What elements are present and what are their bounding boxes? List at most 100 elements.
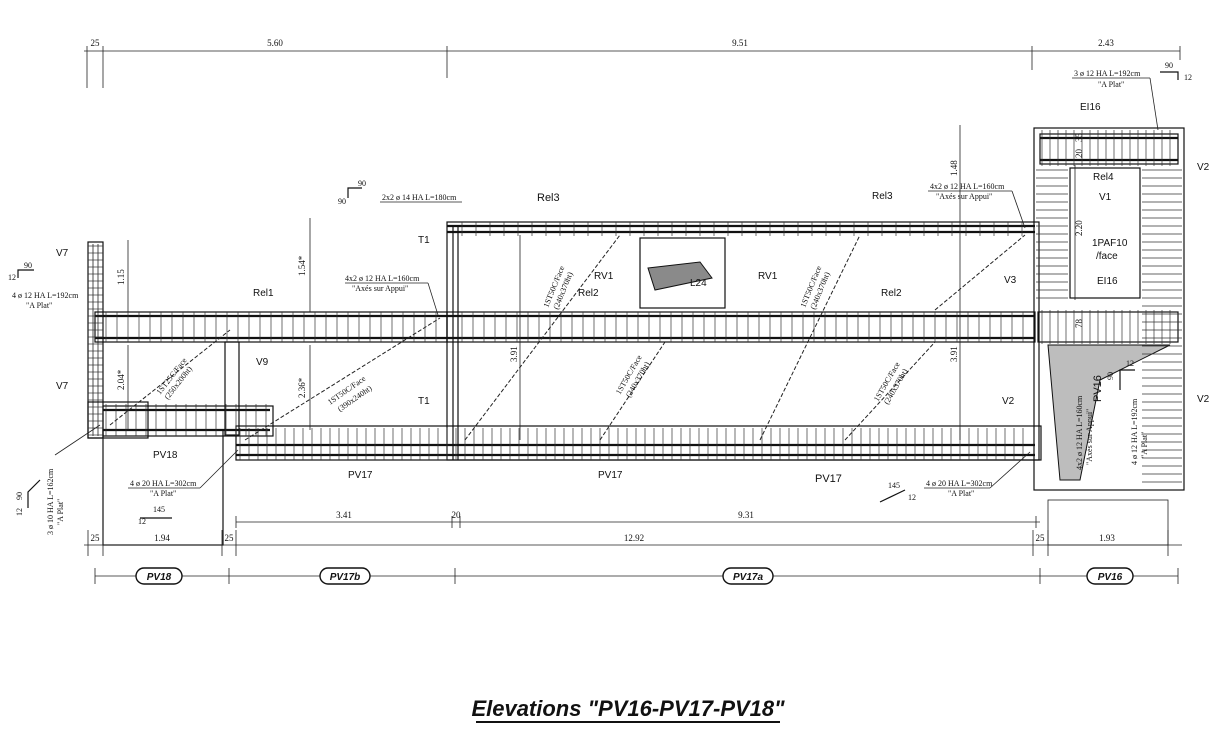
hook-1b: 90: [338, 197, 346, 206]
rebar-note-4: 4 ø 20 HA L=302cm: [130, 479, 197, 488]
hook-6b: 12: [15, 508, 24, 516]
hook-5b: 12: [138, 517, 146, 526]
hook-4b: 12: [908, 493, 916, 502]
top-dim-4: 2.43: [1098, 38, 1114, 48]
label-v2-top: V2: [1197, 162, 1210, 173]
label-v7-top: V7: [56, 248, 69, 259]
bottom-dimension-chain: [84, 530, 1182, 556]
mid-dim-3: 9.31: [738, 510, 754, 520]
label-ei16-top: EI16: [1080, 102, 1101, 113]
label-rel2-right: Rel2: [881, 288, 902, 299]
label-ei16-bottom: EI16: [1097, 276, 1118, 287]
rebar-note-2: 4x2 ø 12 HA L=160cm: [345, 274, 420, 283]
label-rel3-left: Rel3: [537, 192, 560, 204]
rebar-note-7: 4x2 ø 12 HA L=160cm: [930, 182, 1005, 191]
bottom-dim-5: 25: [1036, 533, 1046, 543]
hook-7a: 90: [1165, 61, 1173, 70]
label-paf-1: 1PAF10: [1092, 238, 1128, 249]
height-dim-11: 35: [1074, 133, 1084, 143]
stirrup-diagonals: [109, 234, 1026, 441]
beam-label-pv17-right: PV17: [815, 473, 842, 485]
label-v2-right: V2: [1197, 394, 1210, 405]
beam-label-pv16: PV16: [1092, 375, 1104, 402]
label-rel3-right: Rel3: [872, 191, 893, 202]
section-label-pv16: PV16: [1098, 572, 1123, 583]
rebar-ticks: [88, 130, 1182, 483]
label-v2-mid: V2: [1002, 396, 1015, 407]
rebar-note-10b: "A Plat": [1140, 432, 1149, 458]
height-dimension-lines: [127, 125, 1076, 440]
beam-label-pv18: PV18: [153, 450, 178, 461]
center-beam: [446, 221, 1040, 461]
rebar-note-2b: "Axés sur Appui": [352, 284, 408, 293]
rebar-note-8b: "A Plat": [56, 499, 65, 525]
height-dim-4: 2.36*: [297, 377, 307, 398]
bottom-dim-4: 12.92: [624, 533, 644, 543]
rebar-note-6b: "A Plat": [1098, 80, 1124, 89]
label-rv1-right: RV1: [758, 271, 778, 282]
hook-2a: 90: [24, 261, 32, 270]
rebar-note-3: 4 ø 12 HA L=192cm: [12, 291, 79, 300]
beam-label-pv17-left: PV17: [348, 470, 373, 481]
hook-3a: 90: [1106, 372, 1115, 380]
top-dimension-chain: 25 5.60 9.51 2.43: [84, 38, 1181, 88]
height-dim-2: 2.04*: [116, 369, 126, 390]
height-dim-10: 20: [1074, 149, 1084, 159]
page-title: Elevations "PV16-PV17-PV18": [471, 696, 785, 721]
height-dim-3: 1.54*: [297, 255, 307, 276]
label-t1-bottom: T1: [418, 396, 430, 407]
rebar-note-3b: "A Plat": [26, 301, 52, 310]
section-bar: [94, 567, 1179, 585]
label-rel2-left: Rel2: [578, 288, 599, 299]
mid-dimension-chain: [235, 516, 1040, 528]
label-rel4: Rel4: [1093, 172, 1114, 183]
label-rv1-left: RV1: [594, 271, 614, 282]
rebar-note-4b: "A Plat": [150, 489, 176, 498]
height-dim-5: 3.91: [509, 346, 519, 362]
right-column: [1033, 127, 1185, 546]
rebar-note-10: 4 ø 12 HA L=192cm: [1130, 398, 1139, 465]
rebar-note-9b: "Axés sur Appui": [1085, 409, 1094, 465]
rebar-note-8: 3 ø 10 HA L=162cm: [46, 468, 55, 535]
height-dim-7: 1.48: [949, 160, 959, 176]
label-t1-top: T1: [418, 235, 430, 246]
left-column: [87, 241, 224, 546]
label-paf-2: /face: [1096, 251, 1118, 262]
section-label-pv17a: PV17a: [733, 572, 763, 583]
hook-symbols: [17, 71, 1179, 519]
top-dim-1: 25: [91, 38, 101, 48]
height-dim-1: 1.15: [116, 269, 126, 285]
hook-1a: 90: [358, 179, 366, 188]
label-v7-bottom: V7: [56, 381, 69, 392]
label-v9: V9: [256, 357, 269, 368]
bottom-dim-3: 25: [225, 533, 235, 543]
height-dim-6: 3.91: [949, 346, 959, 362]
hook-6a: 90: [15, 492, 24, 500]
hook-3b: 12: [1126, 359, 1134, 368]
bottom-dim-1: 25: [91, 533, 101, 543]
beam-label-pv17-mid: PV17: [598, 470, 623, 481]
label-v1: V1: [1099, 192, 1112, 203]
rebar-note-7b: "Axés sur Appui": [936, 192, 992, 201]
rebar-note-9: 4x2 ø 12 HA L=160cm: [1075, 395, 1084, 470]
section-label-pv18: PV18: [147, 572, 172, 583]
lower-beam: [102, 405, 1042, 461]
rebar-note-5b: "A Plat": [948, 489, 974, 498]
section-label-pv17b: PV17b: [330, 572, 361, 583]
rebar-note-6: 3 ø 12 HA L=192cm: [1074, 69, 1141, 78]
mid-dim-1: 3.41: [336, 510, 352, 520]
bottom-dim-2: 1.94: [154, 533, 170, 543]
hook-2b: 12: [8, 273, 16, 282]
hook-4a: 145: [888, 481, 900, 490]
label-v3: V3: [1004, 275, 1017, 286]
height-dim-9: 78: [1074, 319, 1084, 329]
mid-dim-2: 20: [452, 510, 462, 520]
top-dim-2: 5.60: [267, 38, 283, 48]
hook-7b: 12: [1184, 73, 1192, 82]
hook-5a: 145: [153, 505, 165, 514]
bottom-dim-6: 1.93: [1099, 533, 1115, 543]
top-dim-3: 9.51: [732, 38, 748, 48]
height-dim-8: 2.20: [1074, 220, 1084, 236]
label-l24: L24: [690, 278, 707, 289]
